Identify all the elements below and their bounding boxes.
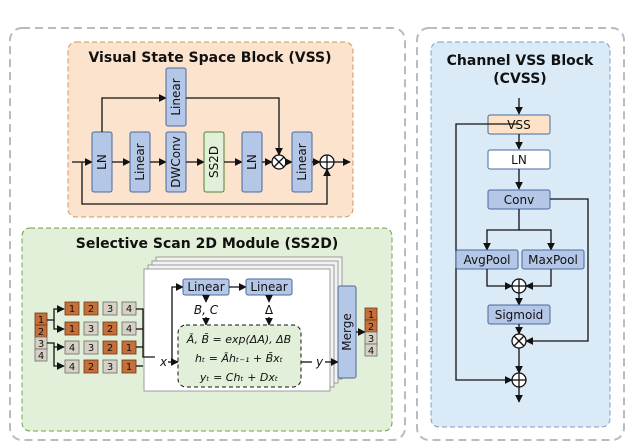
ss2d-linear-bc-label: Linear (187, 280, 224, 294)
svg-text:3: 3 (88, 343, 94, 354)
cvss-maxpool-label: MaxPool (528, 253, 578, 267)
ss2d-linear-delta-label: Linear (250, 280, 287, 294)
vss-ln1-label: LN (95, 154, 109, 170)
vss-linear-out-label: Linear (295, 143, 309, 180)
svg-text:4: 4 (69, 362, 75, 373)
svg-text:4: 4 (126, 304, 132, 315)
svg-text:1: 1 (368, 310, 374, 321)
scan-row-4: 4 2 3 1 (64, 359, 137, 374)
cvss-add-icon-2 (511, 372, 527, 388)
ss2d-bc-label: B, C (194, 303, 219, 317)
cvss-maxpool-box (521, 249, 585, 270)
svg-text:2: 2 (38, 327, 44, 338)
svg-text:3: 3 (368, 334, 374, 345)
svg-text:4: 4 (368, 346, 374, 357)
svg-text:1: 1 (69, 304, 75, 315)
cvss-panel (430, 41, 611, 428)
vss-multiply-icon (271, 154, 287, 170)
svg-text:3: 3 (88, 324, 94, 335)
svg-text:4: 4 (38, 351, 44, 362)
ss2d-title: Selective Scan 2D Module (SS2D) (76, 236, 338, 252)
scan-row-2: 1 3 2 4 (64, 321, 137, 336)
svg-text:2: 2 (368, 322, 374, 333)
cvss-conv-label: Conv (504, 193, 534, 207)
ss2d-module: Selective Scan 2D Module (SS2D) 1 2 3 4 … (21, 227, 393, 432)
svg-text:2: 2 (107, 324, 113, 335)
svg-text:3: 3 (107, 304, 113, 315)
svg-text:4: 4 (126, 324, 132, 335)
svg-text:3: 3 (107, 362, 113, 373)
vss-dwconv-label: DWConv (169, 136, 183, 188)
svg-text:1: 1 (126, 362, 132, 373)
vss-ss2d-label: SS2D (207, 146, 221, 178)
svg-text:2: 2 (88, 362, 94, 373)
cvss-add-icon-1 (511, 278, 527, 294)
svg-text:1: 1 (126, 343, 132, 354)
right-outer-panel (416, 27, 625, 441)
cvss-multiply-icon (511, 333, 527, 349)
cvss-sigmoid-label: Sigmoid (495, 308, 544, 322)
svg-text:2: 2 (107, 343, 113, 354)
svg-text:2: 2 (88, 304, 94, 315)
vss-ln2-label: LN (245, 154, 259, 170)
scan-row-1: 1 2 3 4 (64, 301, 137, 316)
ss2d-input-cells: 1 2 3 4 (34, 312, 48, 362)
cvss-vss-label: VSS (507, 118, 530, 132)
svg-text:3: 3 (38, 339, 44, 350)
vss-linear-top-label: Linear (169, 78, 183, 115)
ss2d-merge-label: Merge (340, 313, 354, 350)
cvss-avgpool-label: AvgPool (463, 253, 510, 267)
ss2d-output-cells: 1 2 3 4 (364, 307, 378, 357)
cvss-block: Channel VSS Block (CVSS) VSS LN Conv Avg… (430, 41, 611, 428)
vss-title: Visual State Space Block (VSS) (88, 50, 331, 66)
vss-add-icon (319, 154, 335, 170)
ss2d-equation-box (177, 324, 302, 388)
ss2d-delta-label: Δ (265, 303, 274, 317)
svg-text:4: 4 (69, 343, 75, 354)
vss-block: Visual State Space Block (VSS) LN Linear… (67, 41, 354, 218)
vss-linear-top-box (165, 67, 187, 127)
cvss-title-line2: (CVSS) (493, 71, 546, 87)
ss2d-x-label: x (159, 355, 168, 369)
ss2d-eq1: Ā, B̄ = exp(ΔA), ΔB (186, 333, 291, 346)
svg-text:1: 1 (38, 315, 44, 326)
ss2d-y-label: y (315, 355, 324, 369)
svg-text:1: 1 (69, 324, 75, 335)
cvss-title-line1: Channel VSS Block (447, 53, 594, 69)
vss-linear-mid-label: Linear (133, 143, 147, 180)
left-outer-panel (9, 27, 406, 441)
cvss-ln-label: LN (511, 153, 527, 167)
ss2d-eq3: yₜ = Chₜ + Dxₜ (199, 371, 278, 384)
ss2d-eq2: hₜ = Āhₜ₋₁ + B̄xₜ (195, 352, 283, 365)
scan-row-3: 4 3 2 1 (64, 340, 137, 355)
